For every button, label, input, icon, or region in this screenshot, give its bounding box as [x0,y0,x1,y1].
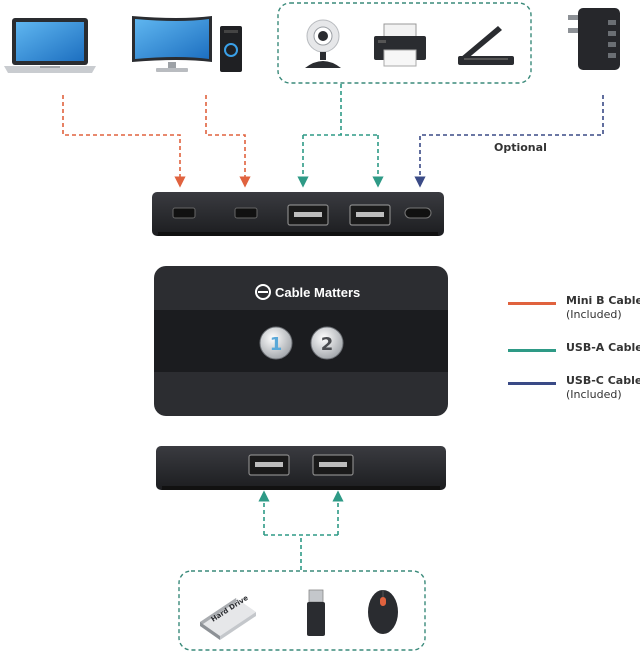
cable-matters-logo-icon [255,284,271,300]
legend-label-mini-b: Mini B Cable [566,294,640,307]
legend-swatch-mini-b [508,302,556,305]
desktop-computer-icon [132,16,242,72]
usb-peripherals-group [178,570,426,651]
brand-logo [255,284,271,300]
scanner-icon [458,26,514,65]
webcam-icon [305,19,341,68]
optional-peripherals-group [277,2,532,84]
usb-c-port [404,207,432,219]
legend-swatch-usb-a [508,349,556,352]
legend-sub-usb-c: (Included) [566,388,622,401]
printer-icon [374,23,426,67]
legend-label-usb-c: USB-C Cable [566,374,640,387]
usb-c-cable-arrow-power [414,95,604,188]
optional-label: Optional [494,141,547,154]
usb-a-cable-arrows-peripherals [297,84,384,188]
switch-button-1-label: 1 [270,334,283,355]
usb-flash-drive-icon [307,589,325,636]
switch-button-1[interactable]: 1 [259,326,293,360]
legend-swatch-usb-c [508,382,556,385]
mini-b-port-2 [234,207,258,219]
switch-back-view [152,192,444,236]
brand-name: Cable Matters [275,285,360,300]
usb-a-cable-arrows-bottom [258,490,344,570]
switch-button-2[interactable]: 2 [310,326,344,360]
switch-front-view [156,446,446,490]
mouse-icon [368,590,398,634]
laptop-icon [4,18,96,73]
legend-label-usb-a: USB-A Cable [566,341,640,354]
switch-top-view: Cable Matters 1 2 [154,266,448,416]
switch-button-2-label: 2 [321,334,334,355]
power-adapter-icon [568,8,620,70]
hard-drive-icon: Hard Drive [200,594,256,640]
legend-sub-mini-b: (Included) [566,308,622,321]
mini-b-cable-arrow-desktop [205,95,251,188]
mini-b-cable-arrow-laptop [62,95,186,188]
mini-b-port-1 [172,207,196,219]
